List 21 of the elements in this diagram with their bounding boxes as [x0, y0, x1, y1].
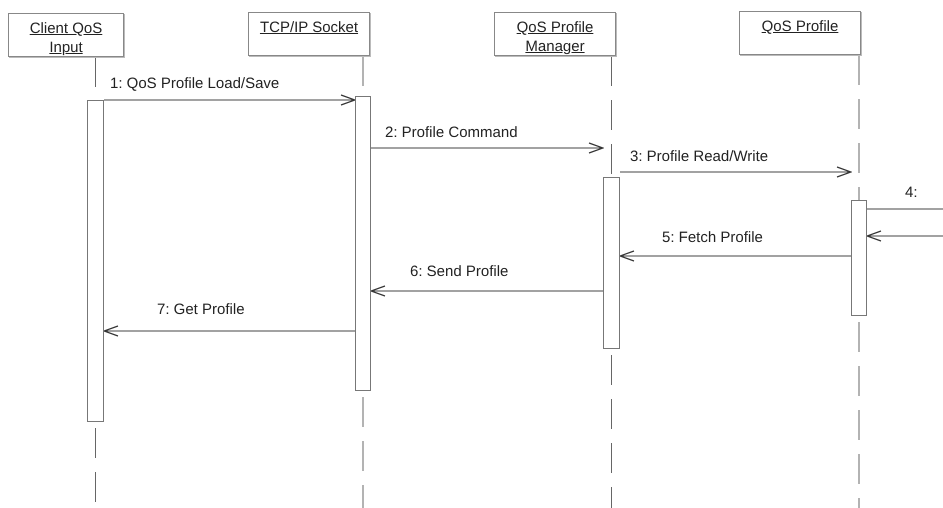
object-name: Client QoS Input	[28, 19, 104, 57]
lifeline	[858, 54, 860, 200]
object-name: QoS Profile Manager	[516, 18, 594, 56]
activation-bar	[851, 200, 867, 316]
object-box	[8, 13, 124, 57]
message-arrow	[619, 250, 852, 262]
activation-bar	[87, 100, 104, 422]
activation-bar	[355, 96, 371, 391]
object-name: TCP/IP Socket	[260, 18, 358, 37]
message-arrow	[103, 325, 356, 337]
object-name: QoS Profile	[762, 17, 838, 36]
message-arrow	[620, 166, 852, 178]
message-arrow	[370, 285, 604, 297]
message-label: 1: QoS Profile Load/Save	[110, 75, 280, 92]
object-box	[739, 11, 861, 55]
object-box	[248, 12, 370, 56]
activation-bar	[603, 177, 620, 349]
object-box	[494, 12, 616, 56]
message-arrow	[370, 142, 604, 154]
message-arrow	[104, 94, 356, 106]
message-arrow	[866, 230, 943, 242]
